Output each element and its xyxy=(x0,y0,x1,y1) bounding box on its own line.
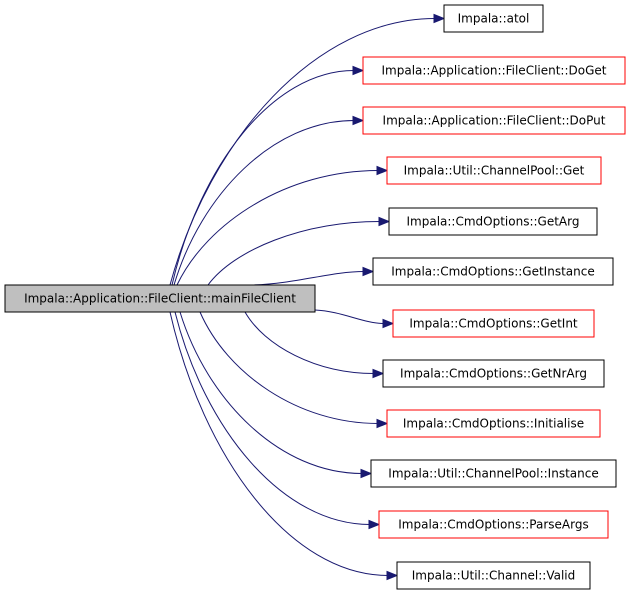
edge-arrowhead xyxy=(382,318,395,329)
callee-node-box xyxy=(386,409,601,438)
callee-node-box xyxy=(372,257,614,286)
call-edge xyxy=(171,70,355,286)
call-edge xyxy=(207,221,381,286)
edge-arrowhead xyxy=(352,115,365,126)
callee-node-label: Impala::Util::Channel::Valid xyxy=(412,569,575,583)
callee-node[interactable]: Impala::CmdOptions::Initialise xyxy=(386,409,601,438)
call-edge xyxy=(244,311,375,374)
callee-node-box xyxy=(386,156,602,185)
edge-arrowhead xyxy=(433,13,446,24)
call-edge xyxy=(174,311,371,525)
call-edge xyxy=(251,271,365,286)
callee-node[interactable]: Impala::Application::FileClient::DoPut xyxy=(362,106,626,135)
call-edge xyxy=(173,120,355,286)
callee-node-box xyxy=(388,207,598,236)
edge-arrowhead xyxy=(386,570,399,581)
edge-arrowhead xyxy=(376,165,389,176)
callee-node-label: Impala::CmdOptions::GetArg xyxy=(407,215,580,229)
callee-node-label: Impala::Application::FileClient::DoPut xyxy=(383,114,606,128)
root-node-label: Impala::Application::FileClient::mainFil… xyxy=(24,292,296,306)
edge-arrowhead xyxy=(352,65,365,76)
callee-node[interactable]: Impala::atol xyxy=(443,4,544,33)
call-edge xyxy=(199,311,379,424)
callee-node[interactable]: Impala::CmdOptions::ParseArgs xyxy=(378,510,609,539)
callee-node-label: Impala::Application::FileClient::DoGet xyxy=(382,64,607,78)
callee-node-box xyxy=(362,56,626,85)
callee-node-box xyxy=(370,459,617,488)
callee-node-box xyxy=(443,4,544,33)
callee-node[interactable]: Impala::Application::FileClient::DoGet xyxy=(362,56,626,85)
edge-arrowhead xyxy=(362,266,375,277)
callee-node-box xyxy=(382,359,605,388)
callee-node[interactable]: Impala::Util::ChannelPool::Get xyxy=(386,156,602,185)
call-edge xyxy=(176,170,379,286)
callee-node-label: Impala::CmdOptions::Initialise xyxy=(403,417,584,431)
callee-node-label: Impala::CmdOptions::GetNrArg xyxy=(400,367,587,381)
call-edge xyxy=(314,309,385,324)
callee-node-box xyxy=(378,510,609,539)
edge-arrowhead xyxy=(376,418,389,429)
edge-arrowhead xyxy=(368,519,381,530)
callee-node[interactable]: Impala::Util::Channel::Valid xyxy=(396,561,591,590)
call-edges xyxy=(169,13,446,581)
call-edge xyxy=(169,311,389,576)
callee-node[interactable]: Impala::CmdOptions::GetInstance xyxy=(372,257,614,286)
call-nodes: Impala::Application::FileClient::mainFil… xyxy=(4,4,626,590)
edge-arrowhead xyxy=(372,368,385,379)
callee-node-box xyxy=(362,106,626,135)
callee-node-label: Impala::Util::ChannelPool::Instance xyxy=(388,467,598,481)
edge-arrowhead xyxy=(360,468,373,479)
callee-node-label: Impala::CmdOptions::GetInt xyxy=(409,317,578,331)
callee-node-label: Impala::CmdOptions::ParseArgs xyxy=(398,518,588,532)
callee-node[interactable]: Impala::CmdOptions::GetArg xyxy=(388,207,598,236)
callee-node-label: Impala::atol xyxy=(458,12,530,26)
root-node[interactable]: Impala::Application::FileClient::mainFil… xyxy=(4,284,316,313)
callee-node[interactable]: Impala::CmdOptions::GetInt xyxy=(392,309,595,338)
callee-node-box xyxy=(392,309,595,338)
callee-node-label: Impala::CmdOptions::GetInstance xyxy=(391,265,594,279)
callee-node[interactable]: Impala::CmdOptions::GetNrArg xyxy=(382,359,605,388)
callee-node-box xyxy=(396,561,591,590)
callee-node-label: Impala::Util::ChannelPool::Get xyxy=(404,164,585,178)
root-node-box xyxy=(4,284,316,313)
call-edge xyxy=(179,311,363,474)
edge-arrowhead xyxy=(378,216,391,227)
callee-node[interactable]: Impala::Util::ChannelPool::Instance xyxy=(370,459,617,488)
